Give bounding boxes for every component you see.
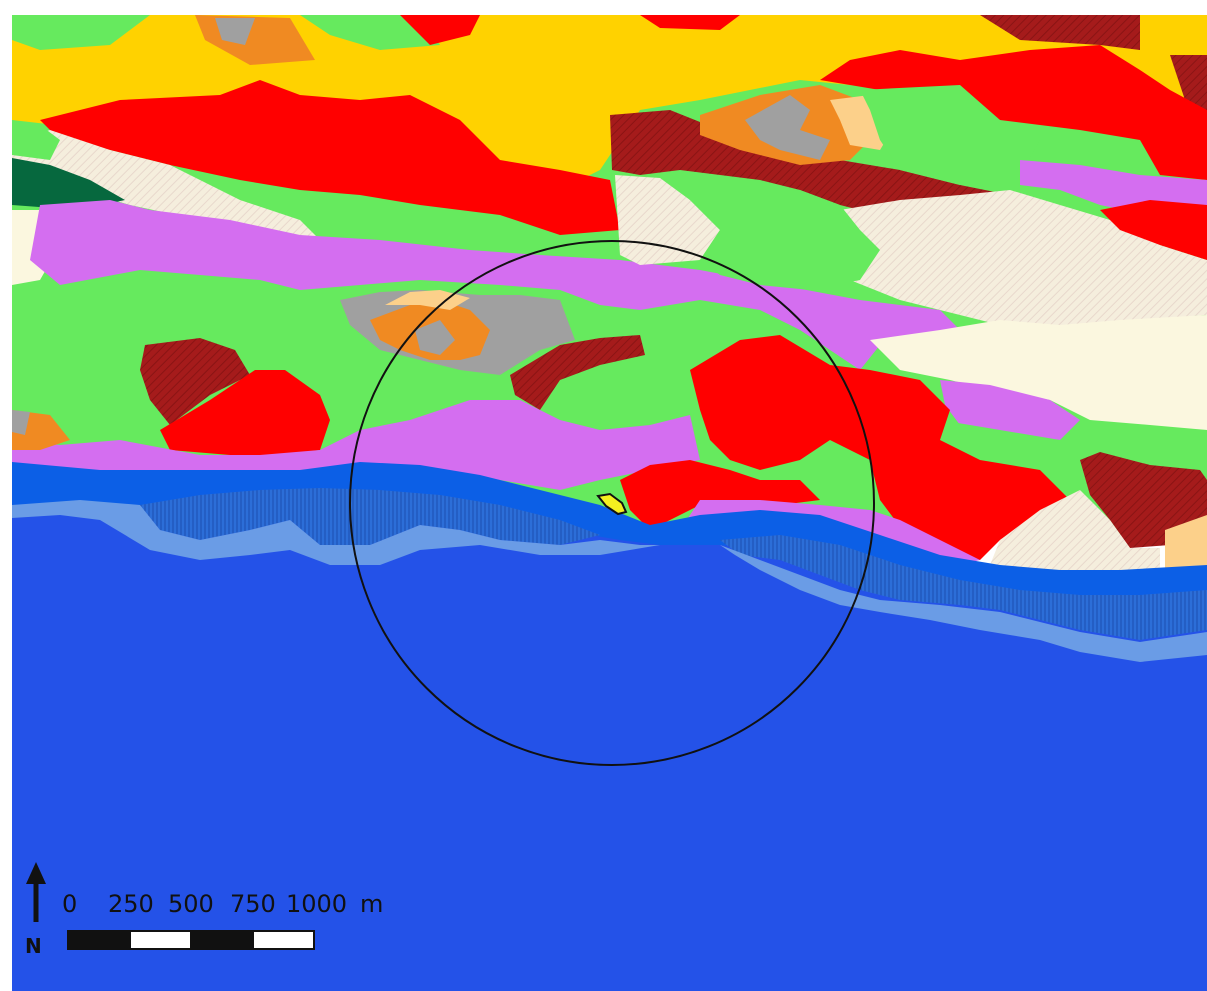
dense-urban-zone bbox=[1170, 55, 1207, 120]
scale-segment-3 bbox=[190, 930, 254, 950]
shallow-sea bbox=[12, 500, 660, 565]
scale-tick-500: 500 bbox=[168, 890, 214, 918]
scale-segment-2 bbox=[129, 930, 192, 950]
beige-patch bbox=[870, 315, 1207, 430]
scale-bar: 0 250 500 750 1000 m bbox=[62, 890, 383, 950]
urban-zone bbox=[40, 80, 620, 235]
pale-zone bbox=[830, 190, 1207, 330]
urban-patch bbox=[1150, 120, 1207, 175]
dense-urban-zone bbox=[980, 15, 1140, 50]
dense-urban-zone bbox=[140, 338, 250, 425]
dense-urban-zone bbox=[1080, 452, 1207, 548]
grassland-patch bbox=[860, 85, 1040, 185]
mixed-use-zone bbox=[30, 200, 960, 370]
urban-patch bbox=[1100, 200, 1207, 260]
north-label: N bbox=[25, 934, 42, 958]
grey-patch bbox=[12, 410, 30, 435]
north-arrow: N bbox=[25, 862, 46, 958]
shallow-sea bbox=[720, 545, 1207, 662]
light-orange-patch bbox=[385, 290, 470, 310]
pale-zone bbox=[990, 490, 1160, 575]
urban-patch bbox=[160, 370, 330, 455]
light-orange-patch bbox=[1165, 515, 1207, 575]
shallow-hatched-sea bbox=[140, 488, 600, 545]
grey-patch bbox=[745, 95, 830, 160]
scale-unit: m bbox=[360, 890, 383, 918]
scale-tick-1000: 1000 bbox=[286, 890, 347, 918]
arrow-up-icon bbox=[26, 862, 46, 884]
grey-patch bbox=[415, 320, 455, 355]
grassland-patch bbox=[12, 120, 60, 160]
urban-zone bbox=[690, 335, 1070, 560]
forest-patch bbox=[12, 158, 125, 210]
grey-patch bbox=[215, 18, 255, 45]
urban-patch bbox=[640, 15, 740, 30]
scale-segment-1 bbox=[67, 930, 131, 950]
grassland-patch bbox=[300, 15, 440, 50]
grassland-patch bbox=[12, 15, 150, 50]
urban-zone bbox=[820, 45, 1207, 180]
grassland-patch bbox=[670, 180, 880, 290]
urban-patch bbox=[400, 15, 480, 45]
scale-tick-250: 250 bbox=[108, 890, 154, 918]
shallow-hatched-sea bbox=[720, 535, 1207, 640]
scale-tick-0: 0 bbox=[62, 890, 77, 918]
buffer-circle bbox=[349, 240, 875, 766]
scale-segment-4 bbox=[252, 930, 315, 950]
mixed-use-zone bbox=[940, 380, 1080, 440]
urban-patch bbox=[620, 460, 820, 530]
dense-urban-zone bbox=[510, 335, 645, 410]
scale-tick-750: 750 bbox=[230, 890, 276, 918]
site-marker[interactable] bbox=[596, 492, 628, 516]
pale-zone bbox=[12, 130, 320, 240]
